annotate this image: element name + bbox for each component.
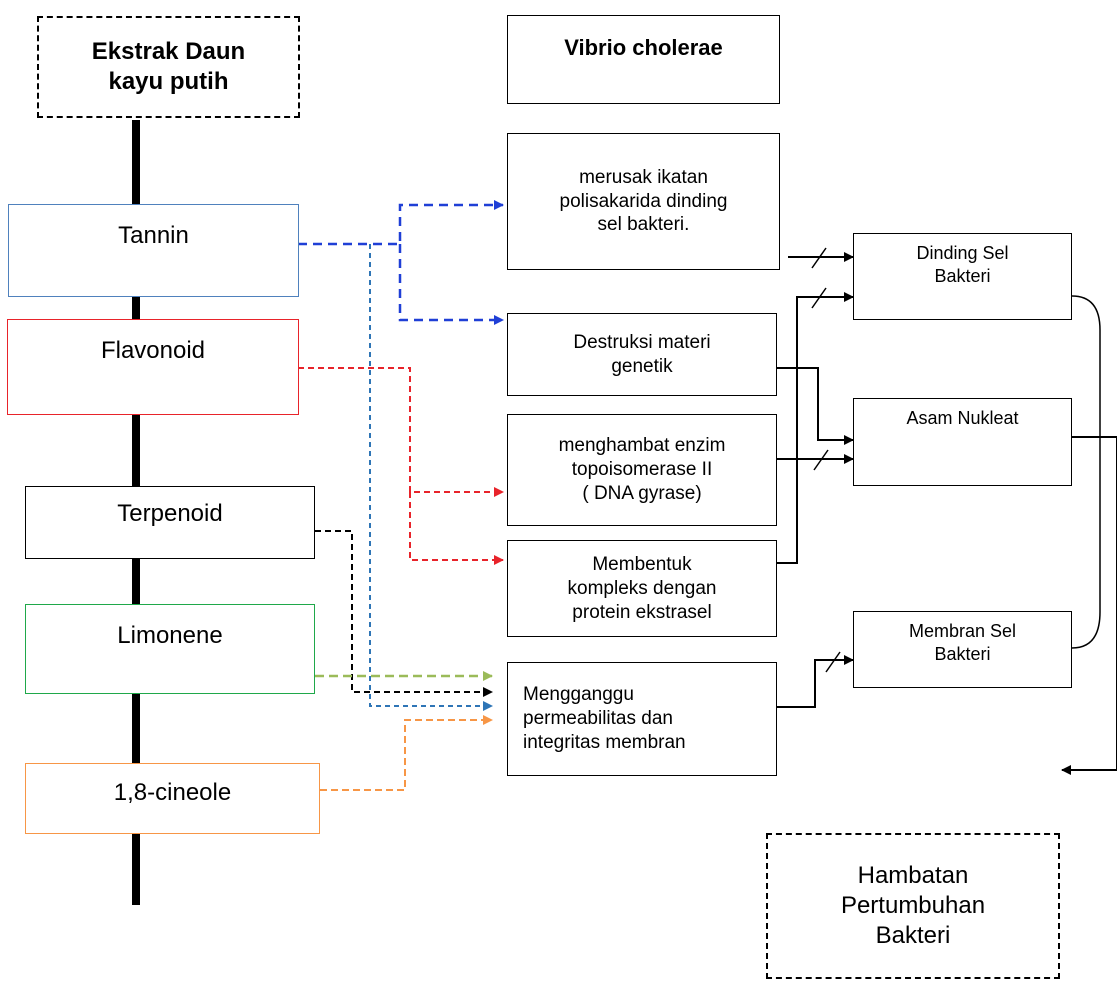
arrow-genetic-to-nucleicacid	[777, 367, 854, 445]
target-cellmembrane-box: Membran Sel Bakteri	[853, 611, 1072, 688]
compound-flavonoid-label: Flavonoid	[100, 337, 206, 364]
break-mark	[825, 651, 841, 673]
bracket-targets-to-outcome	[1071, 295, 1101, 649]
arrow-tannin-to-genetic	[398, 244, 504, 325]
mechanism-protein-box: Membentuk kompleks dengan protein ekstra…	[507, 540, 777, 637]
arrow-flavonoid-to-topoisomerase	[298, 367, 504, 497]
mechanism-genetic-label: Destruksi materi genetik	[573, 331, 711, 377]
bacterium-label: Vibrio cholerae	[564, 35, 723, 60]
arrow-terpenoid-to-membrane	[315, 530, 493, 697]
mechanism-genetic-box: Destruksi materi genetik	[507, 313, 777, 396]
source-extract-label: Ekstrak Daun kayu putih	[91, 38, 246, 95]
bacterium-box: Vibrio cholerae	[507, 15, 780, 104]
compound-limonene-box: Limonene	[25, 604, 315, 694]
mechanism-topoisomerase-label: menghambat enzim topoisomerase II ( DNA …	[558, 435, 726, 504]
arrow-cineole-to-membrane	[320, 715, 493, 791]
mechanism-membrane-label: Mengganggu permeabilitas dan integritas …	[523, 684, 686, 753]
compound-terpenoid-label: Terpenoid	[117, 500, 223, 527]
target-cellwall-label: Dinding Sel Bakteri	[916, 243, 1009, 286]
arrow-flavonoid-to-protein	[409, 492, 504, 565]
outcome-label: Hambatan Pertumbuhan Bakteri	[840, 862, 986, 949]
arrow-tannin-to-membrane	[369, 244, 493, 711]
compound-tannin-label: Tannin	[118, 222, 189, 249]
target-nucleicacid-label: Asam Nukleat	[906, 408, 1019, 428]
break-mark	[811, 287, 827, 309]
mechanism-protein-label: Membentuk kompleks dengan protein ekstra…	[567, 554, 717, 623]
arrow-membrane-to-cellmembrane	[777, 655, 854, 708]
target-cellwall-box: Dinding Sel Bakteri	[853, 233, 1072, 320]
break-mark	[811, 247, 827, 269]
mechanism-polysaccharide-label: merusak ikatan polisakarida dinding sel …	[559, 166, 728, 236]
mechanism-membrane-box: Mengganggu permeabilitas dan integritas …	[507, 662, 777, 776]
compound-flavonoid-box: Flavonoid	[7, 319, 299, 415]
compound-cineole-label: 1,8-cineole	[113, 779, 232, 806]
compound-limonene-label: Limonene	[117, 622, 223, 649]
compound-tannin-box: Tannin	[8, 204, 299, 297]
arrow-protein-to-cellwall	[777, 292, 854, 564]
target-cellmembrane-label: Membran Sel Bakteri	[908, 621, 1017, 664]
target-nucleicacid-box: Asam Nukleat	[853, 398, 1072, 486]
source-extract-box: Ekstrak Daun kayu putih	[37, 16, 300, 118]
break-mark	[813, 449, 829, 471]
mechanism-topoisomerase-box: menghambat enzim topoisomerase II ( DNA …	[507, 414, 777, 526]
outcome-box: Hambatan Pertumbuhan Bakteri	[766, 833, 1060, 979]
arrow-tannin-to-polysaccharide	[298, 200, 504, 246]
arrow-to-outcome	[1061, 436, 1117, 775]
compound-terpenoid-box: Terpenoid	[25, 486, 315, 559]
compound-cineole-box: 1,8-cineole	[25, 763, 320, 834]
mechanism-polysaccharide-box: merusak ikatan polisakarida dinding sel …	[507, 133, 780, 270]
